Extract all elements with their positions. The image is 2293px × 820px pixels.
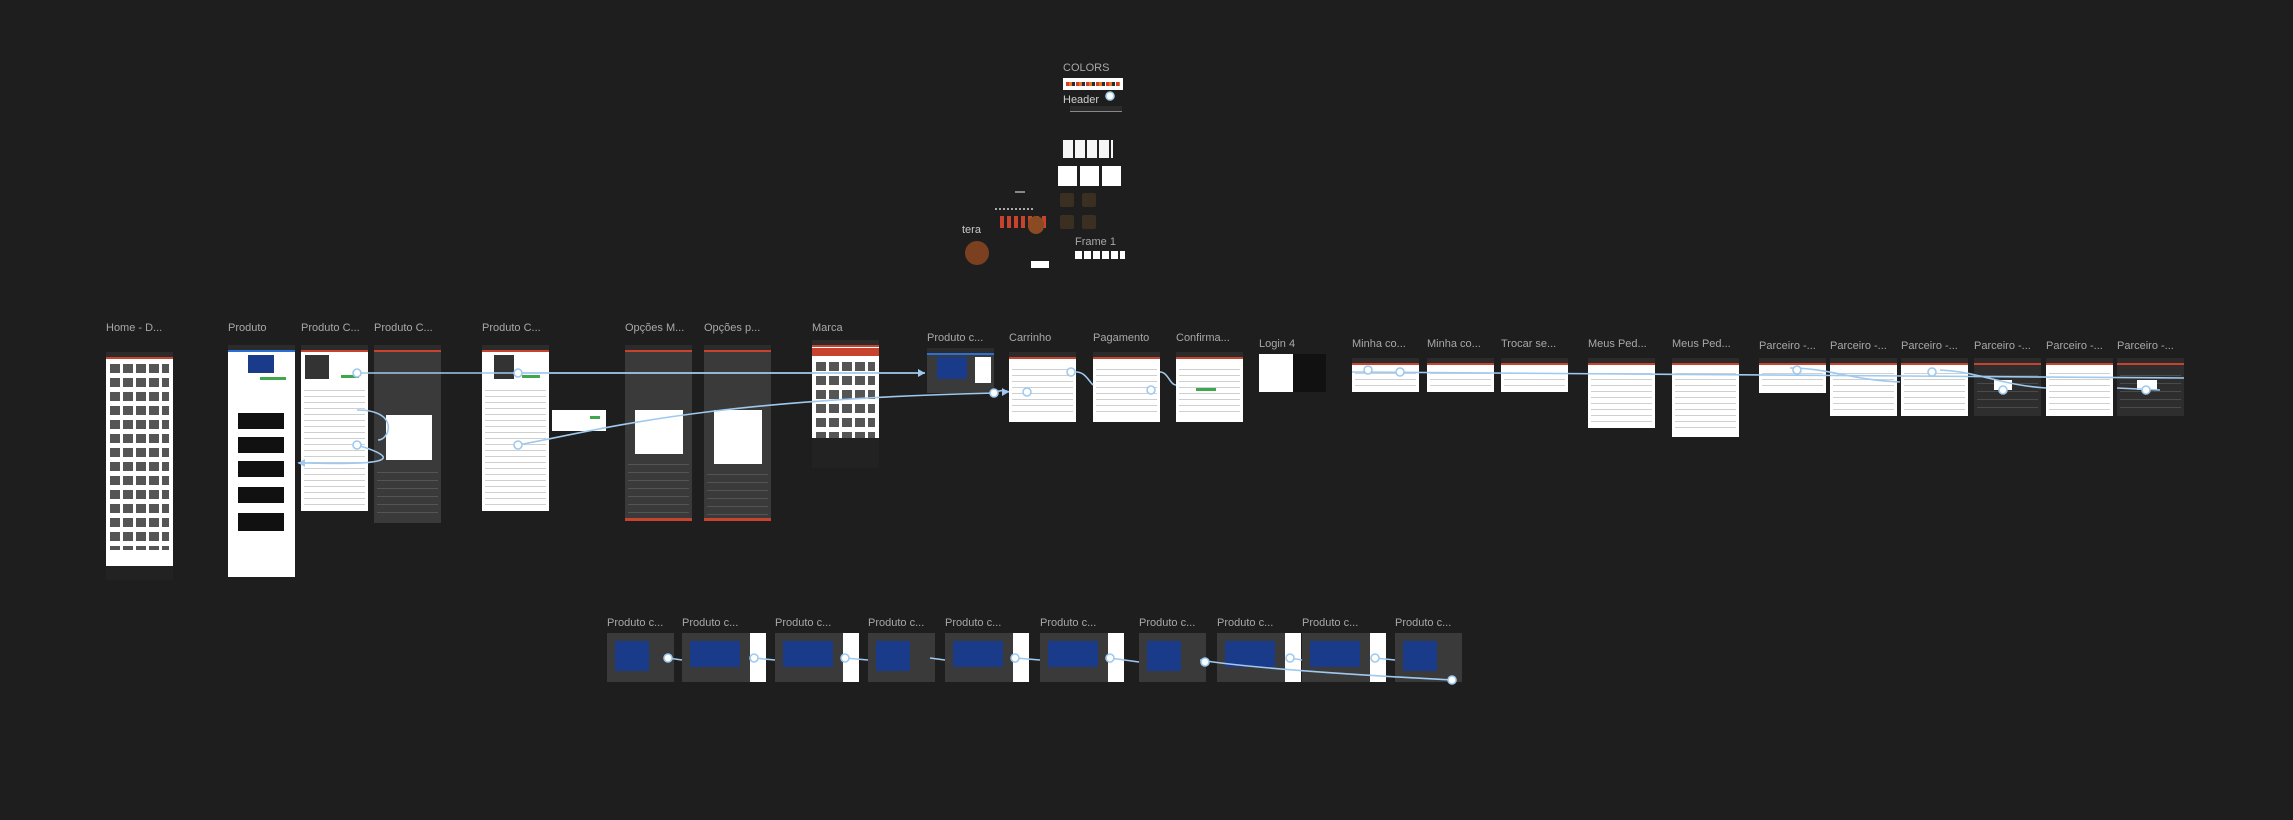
frame-label-minha-co1[interactable]: Minha co...	[1352, 338, 1406, 350]
frame-trocar-se[interactable]	[1501, 358, 1568, 392]
tools-icon-4[interactable]	[1082, 215, 1096, 229]
color-swatches[interactable]	[1063, 78, 1123, 90]
frame-meus-ped1[interactable]	[1588, 358, 1655, 428]
frame-label-parceiro5[interactable]: Parceiro -...	[2046, 340, 2103, 352]
frame-label-r2-7[interactable]: Produto c...	[1139, 617, 1196, 629]
frame-label-parceiro4[interactable]: Parceiro -...	[1974, 340, 2031, 352]
frame-label-r2-8[interactable]: Produto c...	[1217, 617, 1274, 629]
frame1-strip[interactable]	[1075, 251, 1125, 259]
frame-label-marca[interactable]: Marca	[812, 322, 843, 334]
frame-minha-co2[interactable]	[1427, 358, 1494, 392]
frame-label-minha-co2[interactable]: Minha co...	[1427, 338, 1481, 350]
frame-minha-co1[interactable]	[1352, 358, 1419, 392]
arrowhead	[1002, 388, 1009, 396]
frame-label-r2-3[interactable]: Produto c...	[775, 617, 832, 629]
frame-label-produto-c2[interactable]: Produto C...	[374, 322, 433, 334]
connector-line	[1075, 371, 1094, 386]
frame-label-meus-ped1[interactable]: Meus Ped...	[1588, 338, 1647, 350]
connector-node	[1105, 91, 1115, 101]
connector-line	[1159, 371, 1177, 386]
frame-r2-7[interactable]	[1139, 633, 1206, 682]
frame-produto[interactable]	[228, 345, 295, 577]
frame-label-meus-ped2[interactable]: Meus Ped...	[1672, 338, 1731, 350]
tools-icon-2[interactable]	[1082, 193, 1096, 207]
frame-r2-9[interactable]	[1302, 633, 1386, 682]
frame-parceiro6[interactable]	[2117, 358, 2184, 416]
frame-produto-c4[interactable]	[927, 348, 994, 393]
frame-label-r2-1[interactable]: Produto c...	[607, 617, 664, 629]
frame-label-r2-10[interactable]: Produto c...	[1395, 617, 1452, 629]
frame-label-login4[interactable]: Login 4	[1259, 338, 1296, 350]
frame-label-pagamento[interactable]: Pagamento	[1093, 332, 1150, 344]
tools-icon[interactable]	[1060, 193, 1074, 207]
frame1-label[interactable]: Frame 1	[1075, 236, 1116, 248]
frame-label-trocar-se[interactable]: Trocar se...	[1501, 338, 1557, 350]
frame-popup[interactable]	[552, 410, 606, 431]
mascot-icon[interactable]	[1028, 216, 1044, 234]
frame-label-r2-5[interactable]: Produto c...	[945, 617, 1002, 629]
frame-home[interactable]	[106, 352, 173, 580]
frame-r2-1[interactable]	[607, 633, 674, 682]
frame-parceiro2[interactable]	[1830, 358, 1897, 416]
frame-label-opcoes-p[interactable]: Opções p...	[704, 322, 761, 334]
frame-meus-ped2[interactable]	[1672, 358, 1739, 437]
frame-label-parceiro6[interactable]: Parceiro -...	[2117, 340, 2174, 352]
small-dots	[1015, 191, 1025, 193]
frame-r2-8[interactable]	[1217, 633, 1301, 682]
frame-label-home[interactable]: Home - D...	[106, 322, 163, 334]
colors-label[interactable]: COLORS	[1063, 62, 1110, 74]
frame-label-produto-c3[interactable]: Produto C...	[482, 322, 541, 334]
frame-produto-c1[interactable]	[301, 345, 368, 511]
tera-label[interactable]: tera	[962, 224, 981, 236]
category-icons-row-2[interactable]	[1058, 166, 1122, 186]
arrowhead	[918, 369, 925, 377]
frame-parceiro3[interactable]	[1901, 358, 1968, 416]
frame-r2-2[interactable]	[682, 633, 766, 682]
frame-produto-c3[interactable]	[482, 345, 549, 511]
frame-opcoes-m[interactable]	[625, 345, 692, 521]
frame-label-r2-9[interactable]: Produto c...	[1302, 617, 1359, 629]
frame-r2-6[interactable]	[1040, 633, 1124, 682]
header-component[interactable]	[1070, 106, 1122, 112]
frame-marca[interactable]	[812, 340, 879, 468]
frame-opcoes-p[interactable]	[704, 345, 771, 521]
frame-parceiro1[interactable]	[1759, 358, 1826, 393]
frame-confirma[interactable]	[1176, 352, 1243, 422]
frame-r2-5[interactable]	[945, 633, 1029, 682]
frame-label-carrinho[interactable]: Carrinho	[1009, 332, 1052, 344]
mascot-large-icon[interactable]	[965, 241, 989, 265]
frame-label-confirma[interactable]: Confirma...	[1176, 332, 1230, 344]
frame-carrinho[interactable]	[1009, 352, 1076, 422]
frame-pagamento[interactable]	[1093, 352, 1160, 422]
small-button[interactable]	[1031, 261, 1049, 268]
frame-label-parceiro2[interactable]: Parceiro -...	[1830, 340, 1887, 352]
frame-parceiro4[interactable]	[1974, 358, 2041, 416]
frame-label-produto-c4[interactable]: Produto c...	[927, 332, 984, 344]
frame-label-r2-2[interactable]: Produto c...	[682, 617, 739, 629]
frame-r2-3[interactable]	[775, 633, 859, 682]
small-dots-2	[995, 208, 1035, 210]
header-label[interactable]: Header	[1063, 94, 1100, 106]
frame-label-r2-4[interactable]: Produto c...	[868, 617, 925, 629]
frame-label-parceiro1[interactable]: Parceiro -...	[1759, 340, 1816, 352]
frame-label-opcoes-m[interactable]: Opções M...	[625, 322, 685, 334]
connector-line	[993, 389, 1010, 394]
tools-icon-3[interactable]	[1060, 215, 1074, 229]
frame-label-parceiro3[interactable]: Parceiro -...	[1901, 340, 1958, 352]
category-icons-row[interactable]	[1063, 140, 1113, 158]
frame-r2-4[interactable]	[868, 633, 935, 682]
frame-label-produto-c1[interactable]: Produto C...	[301, 322, 360, 334]
frame-produto-c2[interactable]	[374, 345, 441, 523]
frame-parceiro5[interactable]	[2046, 358, 2113, 416]
frame-login4[interactable]	[1259, 354, 1326, 392]
frame-r2-10[interactable]	[1395, 633, 1462, 682]
frame-label-r2-6[interactable]: Produto c...	[1040, 617, 1097, 629]
frame-label-produto[interactable]: Produto	[228, 322, 267, 334]
